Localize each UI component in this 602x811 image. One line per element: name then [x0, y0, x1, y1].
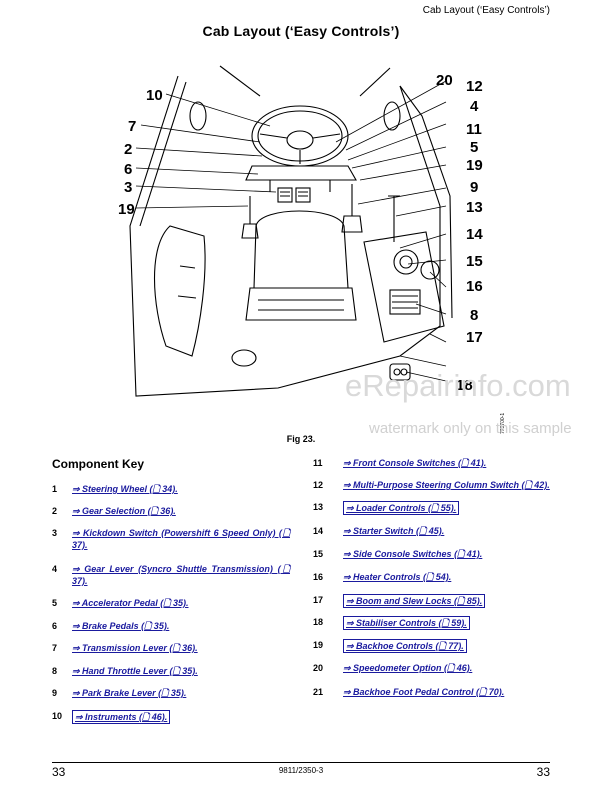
key-item-number: 9: [52, 688, 58, 698]
key-item-19: 19 ⇒ Backhoe Controls (🗋 77).: [313, 639, 553, 653]
key-item-link[interactable]: ⇒ Gear Lever (Syncro Shuttle Transmissio…: [72, 564, 290, 586]
watermark-domain: eRepairinfo.com: [345, 368, 571, 403]
key-item-link[interactable]: ⇒ Stabiliser Controls (🗋 59).: [343, 616, 470, 630]
key-item-number: 12: [313, 480, 324, 490]
page-number-left: 33: [52, 765, 66, 779]
callout-12: 12: [466, 78, 483, 95]
key-item-link[interactable]: ⇒ Steering Wheel (🗋 34).: [72, 484, 178, 494]
callout-16: 16: [466, 278, 483, 295]
key-item-13: 13 ⇒ Loader Controls (🗋 55).: [313, 501, 553, 515]
key-item-number: 14: [313, 526, 324, 536]
key-item-link[interactable]: ⇒ Heater Controls (🗋 54).: [343, 572, 452, 582]
key-item-link[interactable]: ⇒ Instruments (🗋 46).: [72, 710, 171, 724]
key-item-link[interactable]: ⇒ Transmission Lever (🗋 36).: [72, 643, 198, 653]
key-item-6: 6 ⇒ Brake Pedals (🗋 35).: [52, 620, 292, 632]
figure-code: 773700-1: [500, 413, 506, 434]
key-item-8: 8 ⇒ Hand Throttle Lever (🗋 35).: [52, 665, 292, 677]
component-key-heading: Component Key: [52, 457, 145, 471]
key-item-14: 14 ⇒ Starter Switch (🗋 45).: [313, 525, 553, 537]
callout-14: 14: [466, 226, 483, 243]
key-item-link[interactable]: ⇒ Speedometer Option (🗋 46).: [343, 663, 473, 673]
callout-8: 8: [470, 307, 478, 324]
key-item-11: 11 ⇒ Front Console Switches (🗋 41).: [313, 457, 553, 469]
callout-11: 11: [466, 121, 482, 138]
callout-9: 9: [470, 179, 478, 196]
key-item-15: 15 ⇒ Side Console Switches (🗋 41).: [313, 548, 553, 560]
key-item-number: 2: [52, 506, 58, 516]
key-item-link[interactable]: ⇒ Multi-Purpose Steering Column Switch (…: [343, 480, 550, 490]
key-item-number: 3: [52, 528, 58, 538]
key-item-18: 18 ⇒ Stabiliser Controls (🗋 59).: [313, 616, 553, 630]
key-item-link[interactable]: ⇒ Backhoe Foot Pedal Control (🗋 70).: [343, 687, 505, 697]
callout-18: 18: [456, 377, 473, 394]
key-item-link[interactable]: ⇒ Kickdown Switch (Powershift 6 Speed On…: [72, 528, 290, 550]
key-item-link[interactable]: ⇒ Starter Switch (🗋 45).: [343, 526, 445, 536]
cab-illustration: 10 7 2 6 3 19 20 12 4 11 5 19 9 13 14 15…: [118, 65, 506, 434]
running-head: Cab Layout (‘Easy Controls’): [422, 5, 550, 16]
key-item-4: 4 ⇒ Gear Lever (Syncro Shuttle Transmiss…: [52, 563, 292, 589]
cab-layout-figure: 10 7 2 6 3 19 20 12 4 11 5 19 9 13 14 15…: [100, 56, 520, 442]
key-item-12: 12 ⇒ Multi-Purpose Steering Column Switc…: [313, 479, 553, 491]
key-item-number: 20: [313, 663, 324, 673]
key-item-20: 20 ⇒ Speedometer Option (🗋 46).: [313, 662, 553, 674]
key-item-17: 17 ⇒ Boom and Slew Locks (🗋 85).: [313, 594, 553, 608]
callout-4: 4: [470, 98, 479, 115]
key-item-5: 5 ⇒ Accelerator Pedal (🗋 35).: [52, 597, 292, 609]
key-item-21: 21 ⇒ Backhoe Foot Pedal Control (🗋 70).: [313, 686, 553, 698]
callout-6: 6: [124, 161, 132, 178]
key-item-3: 3 ⇒ Kickdown Switch (Powershift 6 Speed …: [52, 527, 292, 553]
key-item-number: 10: [52, 711, 63, 721]
callout-7: 7: [128, 118, 136, 135]
key-item-16: 16 ⇒ Heater Controls (🗋 54).: [313, 571, 553, 583]
callout-2: 2: [124, 141, 132, 158]
key-item-link[interactable]: ⇒ Side Console Switches (🗋 41).: [343, 549, 483, 559]
callout-17: 17: [466, 329, 483, 346]
callout-5: 5: [470, 139, 478, 156]
page-number-right: 33: [536, 765, 550, 779]
key-item-number: 18: [313, 617, 324, 627]
footer-rule: [52, 762, 550, 763]
page-title: Cab Layout (‘Easy Controls’): [202, 23, 400, 39]
key-item-number: 16: [313, 572, 324, 582]
key-item-number: 5: [52, 598, 58, 608]
key-item-link[interactable]: ⇒ Boom and Slew Locks (🗋 85).: [343, 594, 486, 608]
key-item-2: 2 ⇒ Gear Selection (🗋 36).: [52, 505, 292, 517]
callout-19-right: 19: [466, 157, 483, 174]
callout-3: 3: [124, 179, 132, 196]
key-item-link[interactable]: ⇒ Brake Pedals (🗋 35).: [72, 621, 170, 631]
callout-10: 10: [146, 87, 163, 104]
key-item-number: 17: [313, 595, 324, 605]
key-item-link[interactable]: ⇒ Hand Throttle Lever (🗋 35).: [72, 666, 198, 676]
key-item-number: 15: [313, 549, 324, 559]
key-item-number: 11: [313, 458, 323, 468]
key-item-link[interactable]: ⇒ Gear Selection (🗋 36).: [72, 506, 176, 516]
callout-19-left: 19: [118, 201, 135, 218]
key-item-1: 1 ⇒ Steering Wheel (🗋 34).: [52, 483, 292, 495]
key-item-9: 9 ⇒ Park Brake Lever (🗋 35).: [52, 687, 292, 699]
key-item-number: 13: [313, 502, 324, 512]
key-item-7: 7 ⇒ Transmission Lever (🗋 36).: [52, 642, 292, 654]
callout-13: 13: [466, 199, 483, 216]
key-item-number: 19: [313, 640, 324, 650]
key-item-link[interactable]: ⇒ Loader Controls (🗋 55).: [343, 501, 460, 515]
key-item-10: 10 ⇒ Instruments (🗋 46).: [52, 710, 292, 724]
document-code: 9811/2350-3: [278, 766, 324, 775]
key-item-number: 21: [313, 687, 324, 697]
callout-15: 15: [466, 253, 483, 270]
key-item-number: 7: [52, 643, 58, 653]
key-item-link[interactable]: ⇒ Backhoe Controls (🗋 77).: [343, 639, 467, 653]
key-item-number: 1: [52, 484, 58, 494]
key-item-number: 6: [52, 621, 58, 631]
key-item-link[interactable]: ⇒ Front Console Switches (🗋 41).: [343, 458, 487, 468]
figure-caption: Fig 23.: [286, 434, 316, 444]
key-item-link[interactable]: ⇒ Accelerator Pedal (🗋 35).: [72, 598, 189, 608]
key-item-number: 4: [52, 564, 58, 574]
watermark-note: watermark only on this sample: [369, 420, 572, 437]
key-item-number: 8: [52, 666, 58, 676]
callout-20: 20: [436, 72, 453, 89]
key-item-link[interactable]: ⇒ Park Brake Lever (🗋 35).: [72, 688, 187, 698]
